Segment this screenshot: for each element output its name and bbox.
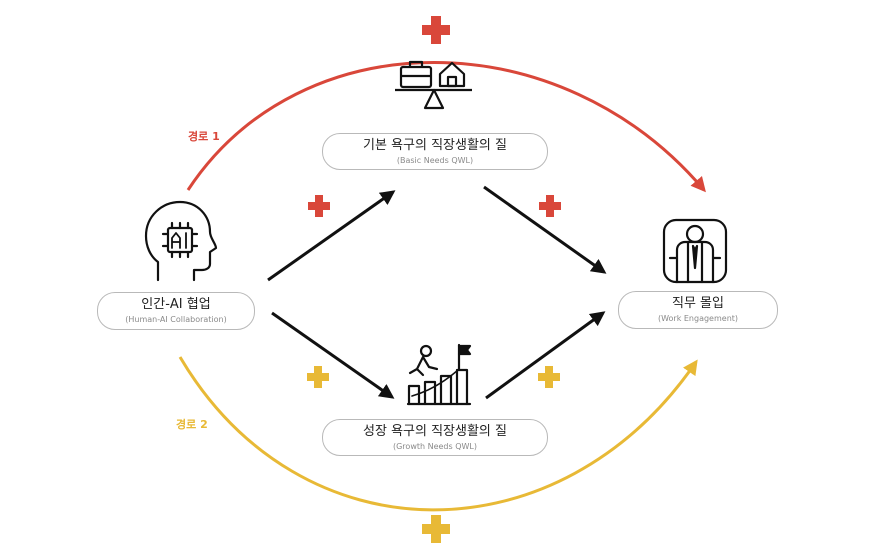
arrow-growth-to-engagement [485,311,606,400]
hai-node-subtitle: (Human-AI Collaboration) [125,315,227,324]
path2-label: 경로 2 [176,418,208,431]
engagement-node-subtitle: (Work Engagement) [657,314,739,323]
basic-needs-node-subtitle: (Basic Needs QWL) [396,155,474,165]
engagement-node-title: 직무 몰입 [672,296,724,311]
arrow-hai-to-growth [271,311,395,399]
growth-needs-node-subtitle: (Growth Needs QWL) [392,441,478,451]
engaged-worker-icon [662,218,728,284]
growth-needs-node-title: 성장 욕구의 직장생활의 질 [363,423,507,439]
plus-icon-basic-left [308,195,330,217]
arrow-basic-to-engagement [483,185,607,274]
plus-icon-basic-right [539,195,561,217]
path2-arc [178,356,698,512]
arrow-hai-to-basic [267,190,396,282]
plus-icon-growth-left [307,366,329,388]
growth-stairs-icon [406,343,472,406]
basic-needs-node-title: 기본 욕구의 직장생활의 질 [363,137,507,153]
plus-icon-growth-right [538,366,560,388]
path1-arc [186,61,706,193]
basic-needs-node: 기본 욕구의 직장생활의 질 (Basic Needs QWL) [322,133,548,170]
ai-head-icon [144,200,218,282]
engagement-node: 직무 몰입 (Work Engagement) [618,291,778,329]
path1-label: 경로 1 [188,130,220,143]
growth-needs-node: 성장 욕구의 직장생활의 질 (Growth Needs QWL) [322,419,548,456]
plus-icon-path1-top [422,16,450,44]
plus-icon-path2-bottom [422,515,450,543]
hai-node: 인간-AI 협업 (Human-AI Collaboration) [97,292,255,330]
work-life-balance-scale-icon [395,60,472,110]
hai-node-title: 인간-AI 협업 [141,297,211,312]
